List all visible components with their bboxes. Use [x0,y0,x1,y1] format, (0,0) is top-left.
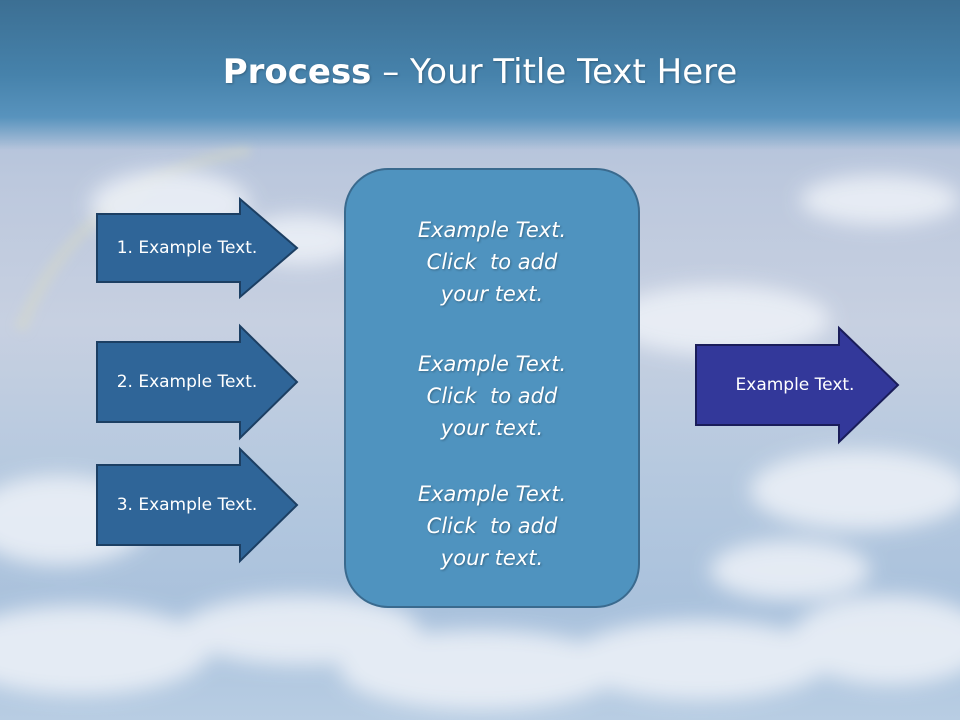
arrow-label: 3. Example Text. [116,495,258,515]
center-text-line: Example Text. [417,218,567,242]
center-text-item-3[interactable]: Example Text. Click to add your text. [346,478,638,574]
arrow-shape [96,446,299,564]
center-text-line: Example Text. [417,482,567,506]
title-bold-part: Process [222,52,372,92]
arrow-label: Example Text. [735,375,855,395]
left-arrow-3[interactable]: 3. Example Text. [96,446,299,564]
left-arrow-2[interactable]: 2. Example Text. [96,323,299,441]
center-text-line: your text. [440,416,544,440]
center-text-line: your text. [440,546,544,570]
arrow-label: 1. Example Text. [116,238,258,258]
center-text-line: Click to add [426,384,558,408]
title-rest-part: – Your Title Text Here [371,52,738,92]
title-bar [0,0,960,150]
left-arrow-1[interactable]: 1. Example Text. [96,196,299,300]
center-text-item-1[interactable]: Example Text. Click to add your text. [346,214,638,310]
center-text-line: Click to add [426,514,558,538]
slide-title[interactable]: Process – Your Title Text Here [0,52,960,92]
right-arrow[interactable]: Example Text. [695,325,900,445]
arrow-shape [695,325,900,445]
center-text-box[interactable]: Example Text. Click to add your text. Ex… [344,168,640,608]
center-text-item-2[interactable]: Example Text. Click to add your text. [346,348,638,444]
center-text-line: Click to add [426,250,558,274]
arrow-shape [96,323,299,441]
arrow-label: 2. Example Text. [116,372,258,392]
center-text-line: Example Text. [417,352,567,376]
arrow-shape [96,196,299,300]
center-text-line: your text. [440,282,544,306]
